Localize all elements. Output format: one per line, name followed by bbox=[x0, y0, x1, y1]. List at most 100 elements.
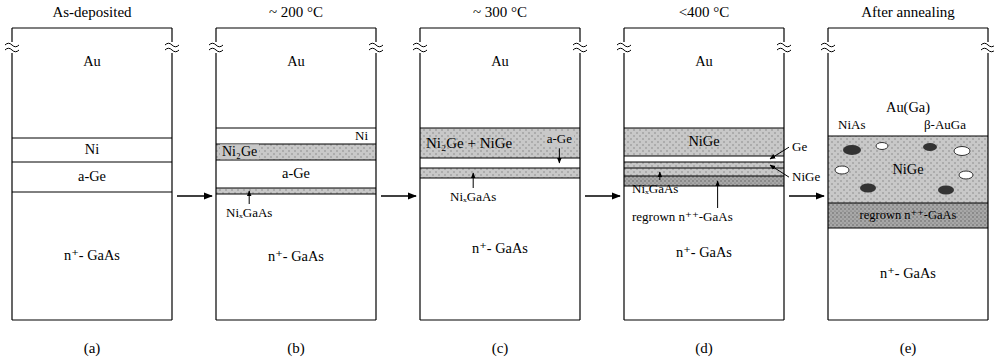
layer-band: a-Ge bbox=[420, 158, 580, 168]
layer-band: NiₓGaAs bbox=[624, 168, 784, 176]
break-mark bbox=[5, 48, 19, 52]
layer-interface bbox=[216, 194, 376, 195]
phase-label: β-AuGa bbox=[924, 118, 966, 132]
leader-line bbox=[249, 191, 250, 204]
break-mark bbox=[413, 48, 427, 52]
layer-fill bbox=[828, 136, 988, 203]
leader-line bbox=[770, 147, 789, 159]
break-mark bbox=[617, 48, 631, 52]
panel-letter: (e) bbox=[828, 340, 988, 357]
layer-fill bbox=[624, 128, 784, 156]
layer-band: Ni₂Ge bbox=[216, 144, 376, 160]
break-mark bbox=[821, 48, 835, 52]
stage-panel: <400 °C(d)AuNiGeGeNiGeNiₓGaAsregrown n⁺⁺… bbox=[624, 28, 784, 320]
layer-interface bbox=[624, 176, 784, 177]
layer-band: NiGe bbox=[624, 128, 784, 156]
layer-band: NiGe bbox=[828, 136, 988, 203]
panel-outline bbox=[420, 319, 580, 320]
layer-label: n⁺- GaAs bbox=[420, 241, 580, 257]
break-mark bbox=[573, 48, 587, 52]
layer-label: Au bbox=[216, 54, 376, 70]
stage-arrow bbox=[381, 195, 416, 196]
break-mark bbox=[165, 43, 179, 47]
layer-band: n⁺- GaAs bbox=[216, 194, 376, 320]
panel-outline bbox=[11, 28, 12, 42]
layer-interface bbox=[624, 162, 784, 163]
panel-outline bbox=[216, 27, 376, 28]
leader-line bbox=[770, 165, 789, 177]
layer-interface bbox=[624, 156, 784, 157]
break-mark bbox=[573, 43, 587, 47]
break-mark bbox=[617, 43, 631, 47]
layer-label: Ge bbox=[792, 140, 807, 154]
layer-interface bbox=[216, 188, 376, 189]
layer-fill bbox=[420, 168, 580, 178]
layer-band: Au bbox=[624, 28, 784, 128]
panel-outline bbox=[12, 27, 172, 28]
panel-outline bbox=[828, 319, 988, 320]
layer-band: a-Ge bbox=[12, 162, 172, 192]
panel-outline bbox=[375, 53, 376, 320]
layer-interface bbox=[624, 168, 784, 169]
panel-outline bbox=[624, 319, 784, 320]
layer-band: regrown n⁺⁺-GaAs bbox=[828, 203, 988, 228]
panel-outline bbox=[623, 53, 624, 320]
layer-label: Au bbox=[420, 54, 580, 70]
layer-fill bbox=[624, 162, 784, 168]
layer-label: Au bbox=[12, 54, 172, 70]
panel-outline bbox=[419, 53, 420, 320]
layer-band: a-Ge bbox=[216, 160, 376, 188]
layer-interface bbox=[12, 162, 172, 163]
layer-label: Au bbox=[624, 54, 784, 70]
break-mark bbox=[5, 43, 19, 47]
layer-band: NiGe bbox=[624, 162, 784, 168]
panel-outline bbox=[215, 53, 216, 320]
layer-interface bbox=[12, 138, 172, 139]
stage-arrow bbox=[585, 195, 620, 196]
layer-label: NiₓGaAs bbox=[450, 190, 496, 204]
panel-outline bbox=[579, 28, 580, 42]
layer-band: Ni bbox=[12, 138, 172, 162]
auga-grain bbox=[876, 143, 888, 150]
layer-label: n⁺- GaAs bbox=[216, 249, 376, 265]
stage-panel: As-deposited(a)AuNia-Gen⁺- GaAs bbox=[12, 28, 172, 320]
layer-interface bbox=[420, 178, 580, 179]
stage-panel: ~ 300 °C(c)AuNi₂Ge + NiGea-GeNiₓGaAsn⁺- … bbox=[420, 28, 580, 320]
break-mark bbox=[165, 48, 179, 52]
panel-outline bbox=[216, 319, 376, 320]
leader-line bbox=[659, 172, 660, 180]
layer-lines bbox=[5, 28, 994, 320]
panel-outline bbox=[215, 28, 216, 42]
panel-outline bbox=[419, 28, 420, 42]
layer-fill bbox=[420, 128, 580, 158]
panel-outline bbox=[624, 27, 784, 28]
layer-label: a-Ge bbox=[12, 169, 172, 185]
panel-outline bbox=[420, 27, 580, 28]
break-mark bbox=[981, 43, 994, 47]
layer-fill bbox=[216, 188, 376, 194]
layer-label: NiGe bbox=[828, 162, 988, 178]
layer-fill bbox=[828, 203, 988, 228]
niAs-grain bbox=[843, 145, 861, 155]
break-mark bbox=[369, 43, 383, 47]
leader-line bbox=[559, 148, 560, 163]
layer-label: Ni bbox=[12, 142, 172, 158]
leader-line bbox=[717, 181, 718, 208]
panel-outline bbox=[783, 28, 784, 42]
stage-panel: ~ 200 °C(b)AuNiNi₂Gea-GeNiₓGaAsn⁺- GaAs bbox=[216, 28, 376, 320]
layer-band: Au bbox=[12, 28, 172, 138]
stage-arrow bbox=[177, 195, 212, 196]
niAs-grain bbox=[860, 184, 876, 193]
auga-grain bbox=[959, 171, 973, 179]
stage-heading: ~ 300 °C bbox=[420, 4, 580, 21]
layer-label: Ni bbox=[355, 129, 368, 143]
break-mark bbox=[369, 48, 383, 52]
layer-interface bbox=[828, 203, 988, 204]
layer-label: n⁺- GaAs bbox=[12, 248, 172, 264]
auga-grain bbox=[835, 166, 849, 174]
panel-outline bbox=[987, 53, 988, 320]
break-mark bbox=[821, 43, 835, 47]
stage-heading: ~ 200 °C bbox=[216, 4, 376, 21]
layer-band: Au bbox=[420, 28, 580, 128]
